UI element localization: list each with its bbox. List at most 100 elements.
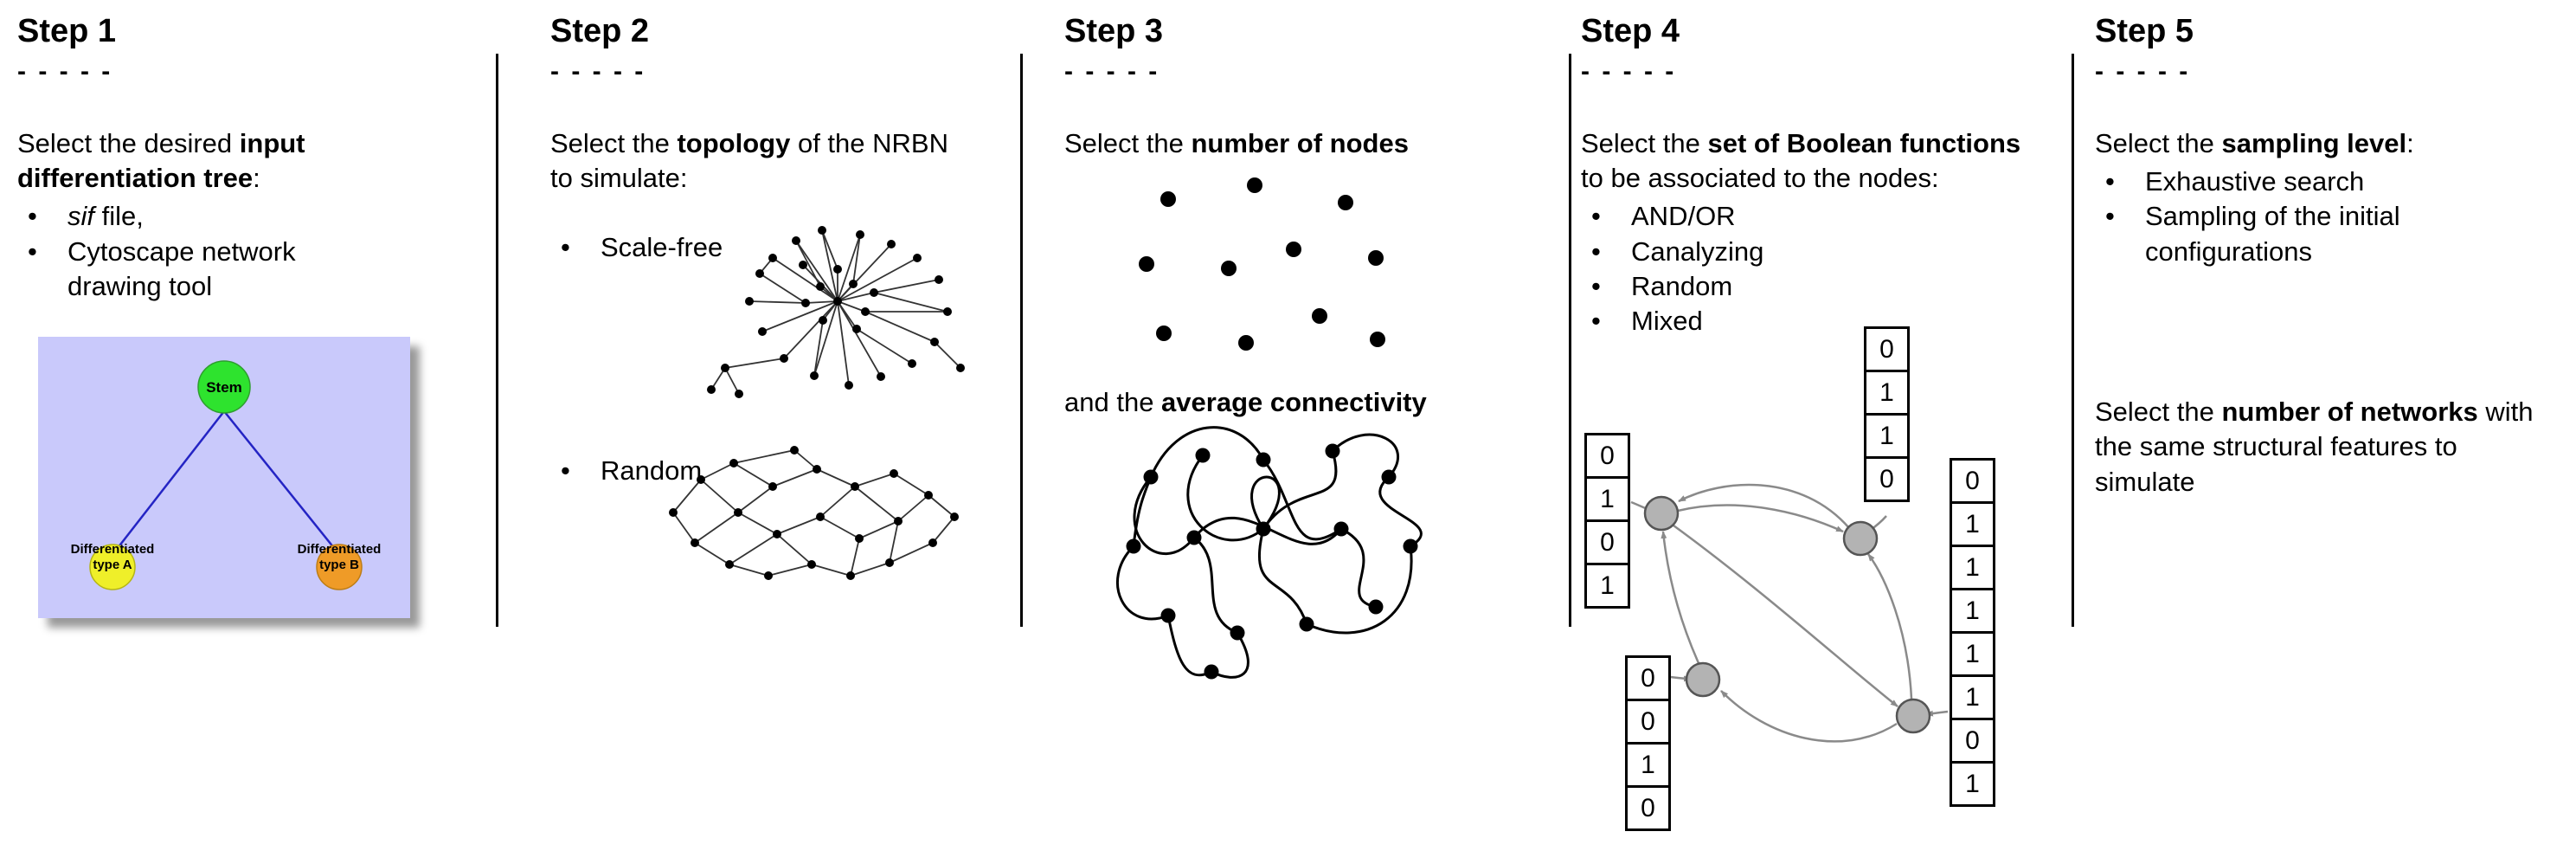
truth-table-bottom: 0 0 1 0 bbox=[1625, 655, 1671, 831]
truth-table-cell: 0 bbox=[1864, 456, 1910, 502]
step-4-bullet-list: AND/OR Canalyzing Random Mixed bbox=[1581, 199, 2031, 338]
differentiation-tree-graphic: Stem Differentiated type A Differentiate… bbox=[38, 337, 410, 619]
stem-node bbox=[197, 360, 251, 415]
bullet-exhaustive: Exhaustive search bbox=[2095, 164, 2545, 200]
truth-table-cell: 0 bbox=[1625, 655, 1671, 701]
bullet-canalyzing: Canalyzing bbox=[1581, 235, 2031, 270]
truth-table-top: 0 1 1 0 bbox=[1864, 326, 1910, 502]
truth-table-cell: 1 bbox=[1950, 761, 1995, 807]
step-1-intro-bold: input differentiation tree bbox=[17, 127, 305, 194]
truth-table-cell: 0 bbox=[1950, 458, 1995, 504]
step-3-line1-bold: number of nodes bbox=[1191, 127, 1409, 158]
bullet-sampling: Sampling of the initial configurations bbox=[2095, 199, 2545, 269]
step-1-dashes: - - - - - bbox=[17, 56, 113, 86]
bullet-scale-free: Scale-free bbox=[550, 230, 723, 266]
step-3-title: Step 3 bbox=[1064, 13, 1164, 49]
step-5-intro-post: : bbox=[2406, 127, 2414, 158]
step-1-intro: Select the desired input differentiation… bbox=[17, 126, 389, 197]
bullet-sif-file: sif file, bbox=[17, 199, 389, 235]
type-a-label-line1: Differentiated bbox=[71, 542, 155, 557]
tree-edge-left bbox=[117, 410, 225, 550]
step-1-bullet-list: sif file, Cytoscape network drawing tool bbox=[17, 199, 389, 304]
truth-table-cell: 0 bbox=[1584, 433, 1630, 479]
truth-table-left: 0 1 0 1 bbox=[1584, 433, 1630, 609]
truth-table-cell: 1 bbox=[1950, 588, 1995, 634]
tree-edge-right bbox=[223, 410, 335, 550]
bullet-mixed: Mixed bbox=[1581, 304, 2031, 339]
network-node-a bbox=[1643, 495, 1680, 532]
step-5-second-bold: number of networks bbox=[2221, 396, 2478, 427]
bullet-random: Random bbox=[550, 454, 702, 489]
step-3-dashes: - - - - - bbox=[1064, 56, 1160, 86]
truth-table-cell: 0 bbox=[1950, 718, 1995, 764]
boolean-network-graphic bbox=[1630, 483, 1949, 743]
truth-table-right: 0 1 1 1 1 1 0 1 bbox=[1950, 458, 1995, 807]
column-divider-1 bbox=[496, 54, 498, 627]
step-1-intro-post: : bbox=[253, 163, 260, 194]
step-1-column: Step 1 - - - - - Select the desired inpu… bbox=[17, 13, 410, 619]
truth-table-cell: 0 bbox=[1864, 326, 1910, 372]
truth-table-cell: 0 bbox=[1584, 519, 1630, 565]
column-divider-3 bbox=[1569, 54, 1571, 627]
step-1-intro-pre: Select the desired bbox=[17, 127, 240, 158]
truth-table-cell: 1 bbox=[1625, 742, 1671, 788]
network-node-c bbox=[1685, 661, 1721, 698]
bullet-cytoscape: Cytoscape network drawing tool bbox=[17, 235, 389, 305]
step-4-intro-pre: Select the bbox=[1581, 127, 1708, 158]
step-3-line2: and the average connectivity bbox=[1064, 385, 1562, 420]
step-2-title: Step 2 bbox=[550, 13, 650, 49]
step-5-intro-pre: Select the bbox=[2095, 127, 2222, 158]
scale-free-row: Scale-free bbox=[550, 206, 965, 424]
truth-table-cell: 1 bbox=[1950, 674, 1995, 720]
step-2-bullet-random-wrap: Random bbox=[550, 454, 702, 489]
step-4-dashes: - - - - - bbox=[1581, 56, 1677, 86]
truth-table-cell: 1 bbox=[1864, 370, 1910, 416]
truth-table-cell: 1 bbox=[1584, 476, 1630, 522]
network-node-b bbox=[1842, 520, 1879, 557]
type-b-label-line2: type B bbox=[319, 558, 359, 572]
step-3-line2-bold: average connectivity bbox=[1161, 387, 1427, 418]
step-2-intro-bold: topology bbox=[677, 127, 791, 158]
sif-word: sif bbox=[67, 201, 94, 232]
step-2-dashes: - - - - - bbox=[550, 56, 646, 86]
random-network-graphic bbox=[669, 446, 959, 581]
type-b-label-line1: Differentiated bbox=[298, 542, 382, 557]
step-3-line1-pre: Select the bbox=[1064, 127, 1192, 158]
step-4-intro-bold: set of Boolean functions bbox=[1707, 127, 2021, 158]
step-1-title: Step 1 bbox=[17, 13, 117, 49]
step-2-intro-post: of the NRBN to simulate: bbox=[550, 127, 948, 194]
step-4-column: Step 4 - - - - - Select the set of Boole… bbox=[1581, 13, 2031, 845]
column-divider-4 bbox=[2072, 54, 2074, 627]
column-divider-2 bbox=[1020, 54, 1023, 627]
step-3-line2-pre: and the bbox=[1064, 387, 1162, 418]
network-node-d bbox=[1895, 698, 1931, 734]
step-2-intro-pre: Select the bbox=[550, 127, 678, 158]
type-b-node bbox=[316, 544, 363, 591]
step-5-second-post: with the same structural features to sim… bbox=[2095, 396, 2534, 497]
step-3-column: Step 3 - - - - - Select the number of no… bbox=[1064, 13, 1562, 685]
network-nodes bbox=[1643, 495, 1931, 734]
truth-table-cell: 0 bbox=[1625, 785, 1671, 831]
step-5-second: Select the number of networks with the s… bbox=[2095, 395, 2545, 500]
step-5-dashes: - - - - - bbox=[2095, 56, 2191, 86]
sif-rest: file, bbox=[94, 201, 144, 232]
step-2-intro: Select the topology of the NRBN to simul… bbox=[550, 126, 948, 197]
boolean-network-diagram: 0 1 1 0 0 1 0 1 0 0 1 0 0 1 1 1 bbox=[1581, 305, 2005, 851]
step-4-intro: Select the set of Boolean functions to b… bbox=[1581, 126, 2031, 197]
bullet-and-or: AND/OR bbox=[1581, 199, 2031, 235]
scale-free-network-graphic bbox=[707, 226, 965, 399]
type-a-label-line2: type A bbox=[93, 558, 132, 572]
bullet-random-fn: Random bbox=[1581, 269, 2031, 305]
random-row: Random bbox=[550, 435, 959, 592]
nodes-dots-graphic bbox=[1139, 177, 1385, 351]
step-5-title: Step 5 bbox=[2095, 13, 2194, 49]
edge-arrows bbox=[1630, 483, 1949, 743]
step-2-bullet-scale-free-wrap: Scale-free bbox=[550, 230, 723, 266]
step-5-second-pre: Select the bbox=[2095, 396, 2222, 427]
step-5-intro: Select the sampling level: bbox=[2095, 126, 2545, 161]
truth-table-cell: 1 bbox=[1950, 545, 1995, 590]
step-5-column: Step 5 - - - - - Select the sampling lev… bbox=[2095, 13, 2545, 500]
connectivity-tangle-graphic bbox=[1116, 426, 1423, 680]
step-3-line1: Select the number of nodes bbox=[1064, 126, 1562, 161]
